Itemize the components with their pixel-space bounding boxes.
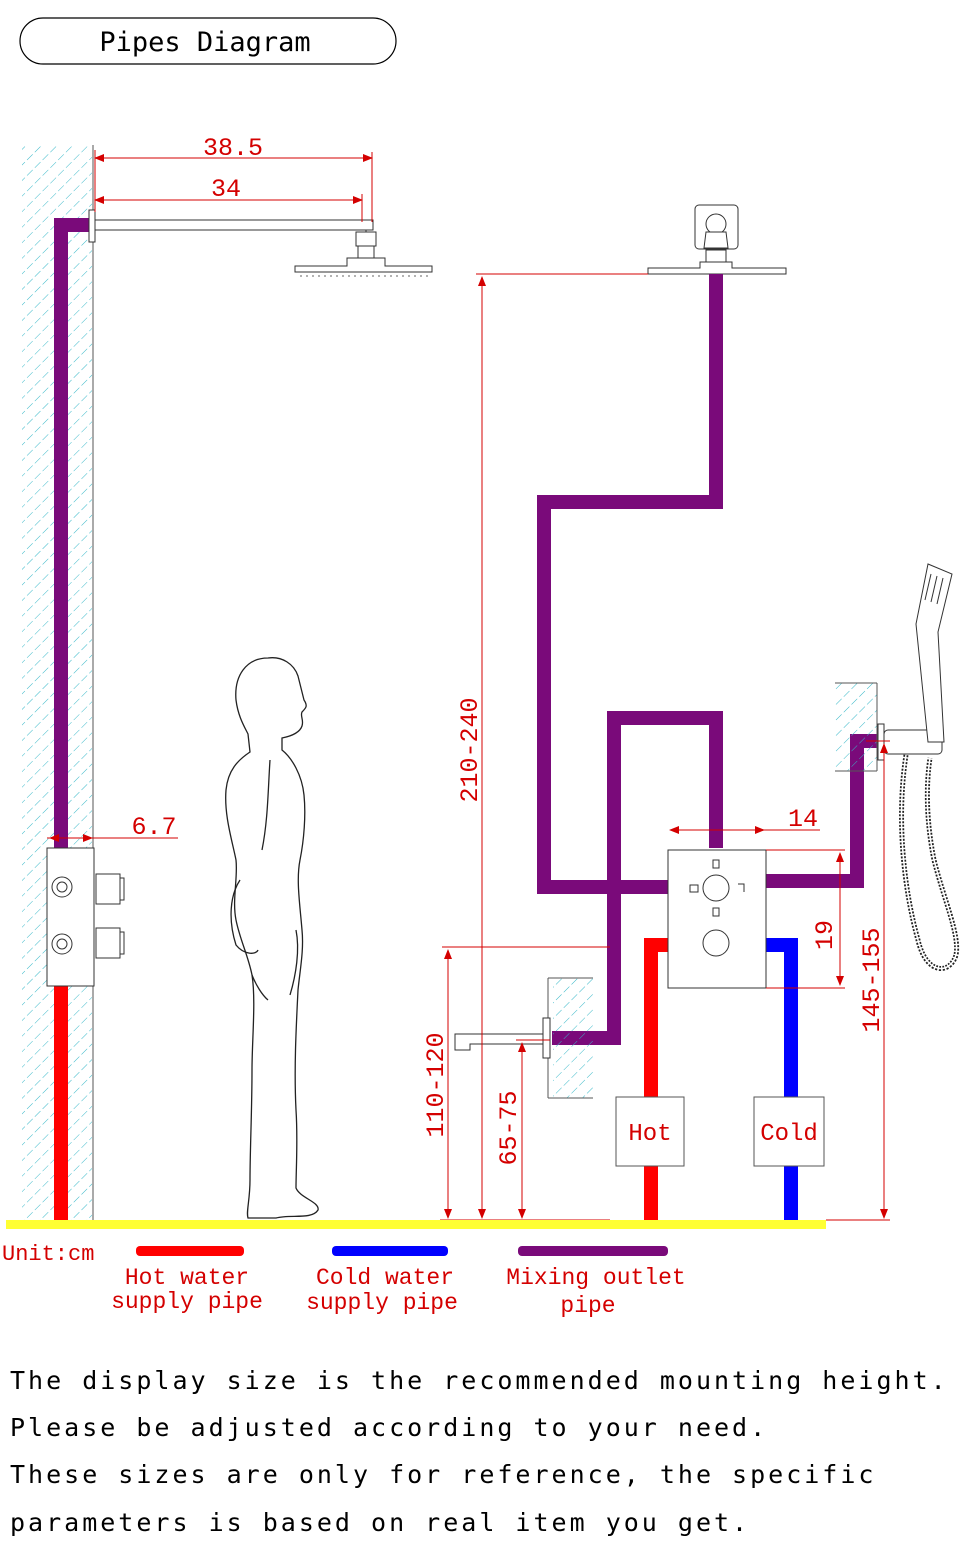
title-frame (19, 17, 397, 65)
note-line-4: parameters is based on real item you get… (10, 1508, 751, 1537)
valve-panel-front (667, 849, 767, 989)
mixing-pipe-head (537, 274, 723, 894)
legend-mixing-line1: Mixing outlet (506, 1265, 685, 1291)
dim-arm-outer: 38.5 (203, 134, 263, 163)
dim-arm-inner: 34 (211, 175, 241, 204)
valve-knob-upper (95, 873, 121, 905)
note-line-3: These sizes are only for reference, the … (10, 1460, 877, 1489)
note-line-2: Please be adjusted according to your nee… (10, 1413, 769, 1442)
wall-hatch-hand (835, 683, 877, 771)
mixing-pipe-spout (552, 711, 723, 1045)
dim-head-height: 210-240 (456, 697, 485, 802)
shower-head-neck (357, 245, 375, 259)
cold-label: Cold (760, 1121, 818, 1148)
valve-knob-lower (95, 927, 121, 959)
dim-wall-gap: 6.7 (131, 813, 176, 842)
legend-mixing-line2: pipe (560, 1293, 615, 1319)
floor-line (6, 1220, 826, 1229)
shower-head-side (294, 257, 433, 273)
diverter-knob (702, 874, 730, 902)
bath-spout (454, 1033, 546, 1051)
hot-label: Hot (628, 1121, 671, 1148)
legend-hot-line2: supply pipe (111, 1289, 263, 1315)
thermostat-knob (702, 929, 730, 957)
legend-swatch-mixing (518, 1246, 668, 1256)
unit-label: Unit:cm (2, 1242, 94, 1267)
legend-swatch-cold (332, 1246, 448, 1256)
dim-hand-height: 145-155 (858, 927, 887, 1032)
shower-head-front (647, 261, 787, 275)
cold-pipe-right (765, 938, 798, 1220)
legend-cold-line2: supply pipe (306, 1290, 458, 1316)
dim-valve-height: 110-120 (422, 1032, 451, 1137)
dim-spout-height: 65-75 (495, 1090, 524, 1165)
hand-shower-hose (899, 754, 960, 971)
dim-valve-gap: 19 (811, 920, 840, 950)
shower-arm (92, 219, 374, 231)
wall-hatch-spout (553, 978, 593, 1098)
legend-cold-line1: Cold water (316, 1265, 454, 1291)
mixing-pipe-left (54, 218, 93, 860)
legend-hot-line1: Hot water (125, 1265, 249, 1291)
page-title: Pipes Diagram (99, 27, 310, 58)
hand-shower-handle (915, 563, 953, 743)
hot-label-box (615, 1096, 685, 1167)
note-line-1: The display size is the recommended moun… (10, 1366, 949, 1395)
shower-head-ball (355, 231, 377, 247)
legend-swatch-hot (136, 1246, 244, 1256)
cold-label-box (753, 1096, 825, 1167)
dim-valve-width: 14 (788, 805, 818, 834)
arm-wall-flange (88, 209, 96, 243)
hand-outlet (877, 723, 885, 761)
valve-body-side (46, 847, 95, 987)
human-figure (225, 657, 319, 1219)
